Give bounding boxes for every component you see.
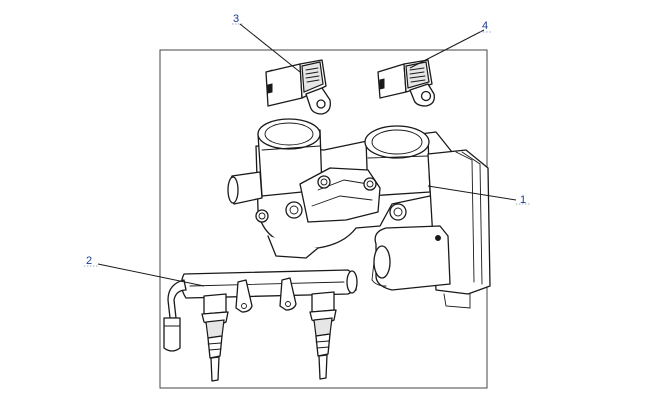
fuel-rail-injectors: [163, 269, 358, 382]
callout-3: 3: [232, 13, 301, 73]
leader-line-2: [97, 263, 205, 287]
throttle-body: [227, 118, 491, 309]
callout-label-4: 4: [482, 20, 488, 32]
leader-line-3: [239, 23, 301, 73]
leader-line-1: [427, 185, 517, 201]
leader-line-4: [409, 29, 485, 69]
callout-label-3: 3: [233, 13, 239, 25]
callout-label-1: 1: [520, 194, 526, 206]
callout-2: 2: [84, 255, 205, 287]
map-sensor-right: [377, 59, 435, 107]
callout-label-2: 2: [86, 255, 92, 267]
callout-1: 1: [427, 185, 530, 206]
callout-4: 4: [409, 20, 492, 69]
map-sensor-left: [265, 59, 331, 115]
